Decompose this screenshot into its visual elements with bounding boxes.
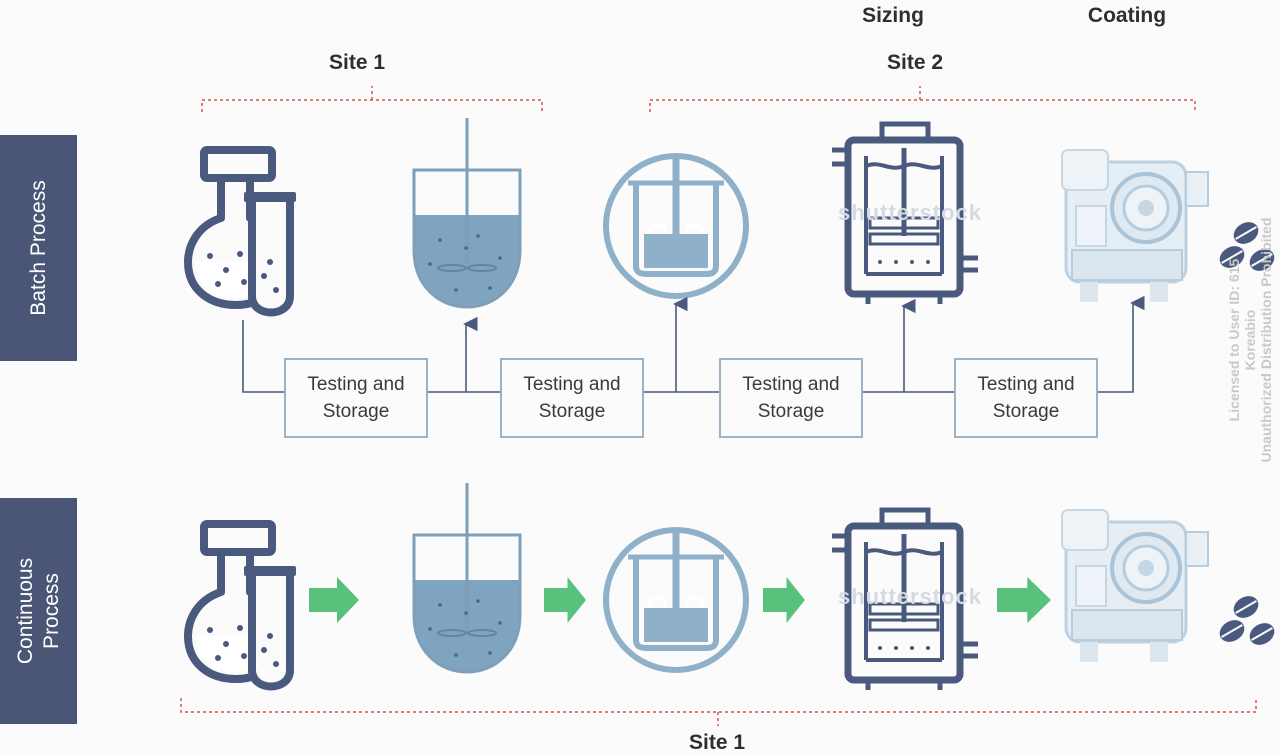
site1-bottom-label: Site 1	[688, 731, 746, 754]
tablets-icon	[1214, 590, 1280, 651]
site1-top-label: Site 1	[328, 51, 386, 74]
license-watermark: Licensed to User ID: 615 Koreabio Unauth…	[1226, 217, 1274, 463]
continuous-process-header: Continuous Process	[0, 498, 77, 724]
sizing-label: Sizing	[862, 4, 924, 27]
coating-machine-icon	[1060, 508, 1210, 664]
testing-storage-box-4: Testing and Storage	[954, 358, 1098, 438]
arrow-right-icon	[309, 577, 359, 623]
testing-storage-label: Testing and Storage	[977, 374, 1075, 422]
testing-storage-box-2: Testing and Storage	[500, 358, 644, 438]
flask-test-tube-icon	[188, 524, 296, 687]
site1-top-bracket	[201, 86, 543, 112]
batch-flow-lines	[242, 295, 1145, 393]
granulator-icon	[606, 530, 746, 670]
mixing-tank-icon	[412, 116, 522, 309]
testing-storage-label: Testing and Storage	[307, 374, 405, 422]
flask-test-tube-icon	[188, 150, 296, 313]
arrow-right-icon	[544, 577, 586, 623]
granulator-icon	[606, 156, 746, 296]
arrow-right-icon	[763, 577, 805, 623]
batch-process-header: Batch Process	[0, 135, 77, 361]
site1-bottom-bracket	[180, 698, 1257, 726]
testing-storage-box-3: Testing and Storage	[719, 358, 863, 438]
continuous-process-label: Continuous Process	[13, 557, 63, 665]
mixing-tank-icon	[412, 481, 522, 674]
batch-process-label: Batch Process	[26, 180, 50, 316]
coating-machine-icon	[1060, 148, 1210, 304]
testing-storage-label: Testing and Storage	[742, 374, 840, 422]
watermark-text: shutterstock	[838, 200, 983, 225]
site2-top-label: Site 2	[886, 51, 944, 74]
arrow-right-icon	[997, 577, 1051, 623]
coating-label: Coating	[1087, 4, 1167, 27]
testing-storage-box-1: Testing and Storage	[284, 358, 428, 438]
watermark-text: shutterstock	[838, 584, 983, 609]
site2-top-bracket	[649, 86, 1196, 112]
testing-storage-label: Testing and Storage	[523, 374, 621, 422]
